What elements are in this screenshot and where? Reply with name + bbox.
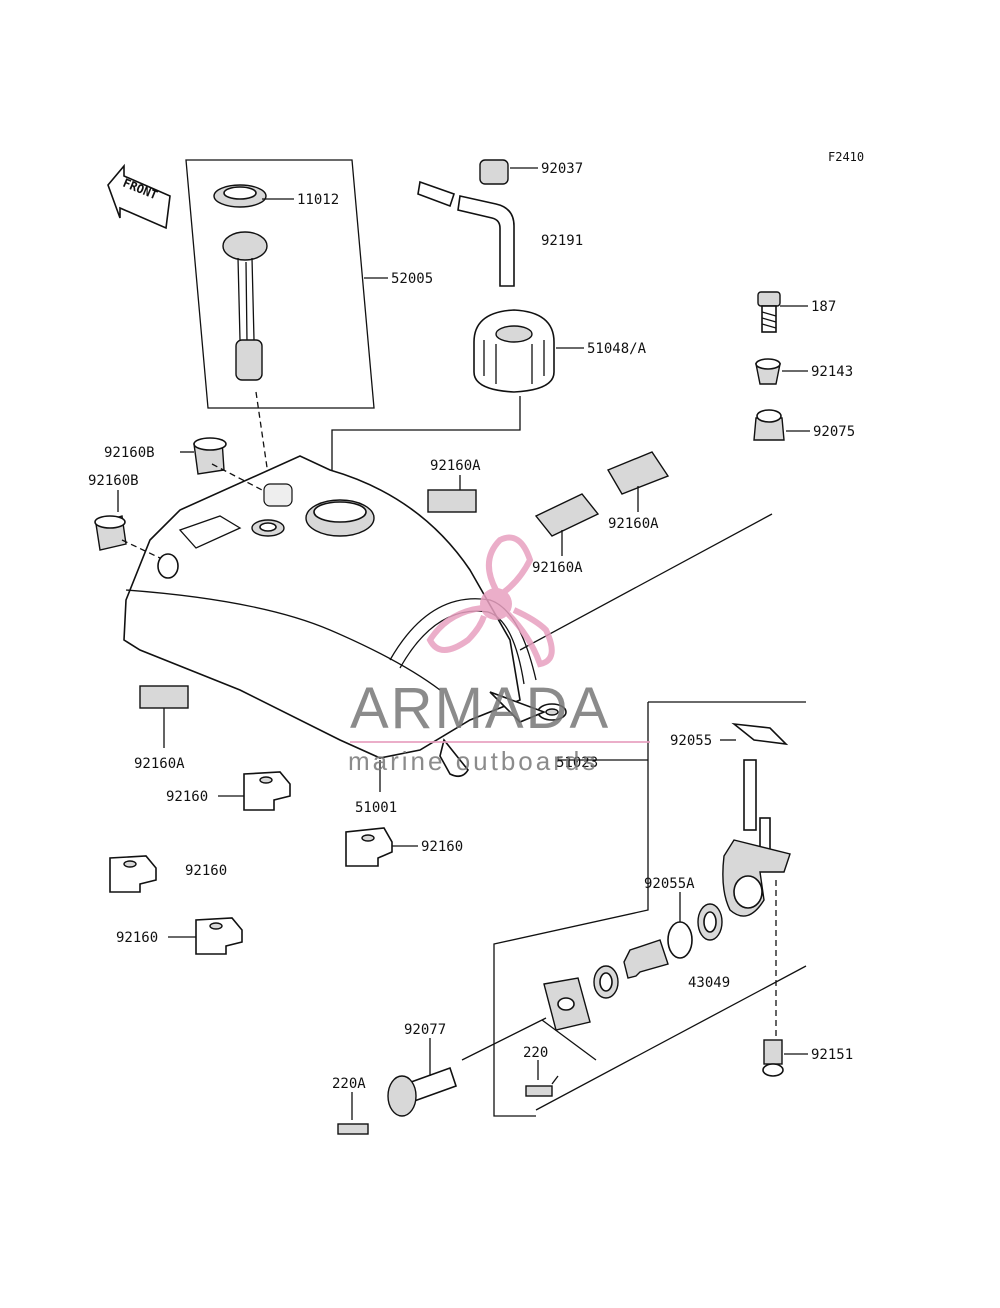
label-220: 220 — [523, 1045, 548, 1061]
fuel-tank-group: 51001 — [123, 455, 567, 816]
label-220a: 220A — [332, 1076, 366, 1092]
label-92160a-3: 92160A — [532, 560, 583, 576]
pad-part — [139, 685, 189, 709]
group-bracket — [493, 701, 806, 1117]
label-92075: 92075 — [813, 424, 855, 440]
watermark-tagline: marine outboards — [348, 746, 598, 776]
label-92151: 92151 — [811, 1047, 853, 1063]
label-92160-2: 92160 — [421, 839, 463, 855]
label-92160a-4: 92160A — [134, 756, 185, 772]
fuel-cock-group: 51023 92055 92055A 43049 220 — [332, 701, 853, 1135]
label-52005: 52005 — [391, 271, 433, 287]
bolt-187-part — [757, 291, 781, 307]
front-arrow-icon: FRONT — [107, 163, 171, 230]
label-92055: 92055 — [670, 733, 712, 749]
pad-part — [534, 493, 600, 537]
clip-part — [109, 855, 157, 893]
breather-hose-group: 92037 92191 — [417, 159, 583, 287]
grommet-92160b-group: 92160B 92160B — [88, 437, 263, 559]
fuel-pipe-part — [743, 759, 757, 831]
group-bracket — [185, 159, 375, 409]
pad-part — [427, 489, 477, 513]
reference-line — [519, 513, 773, 651]
reference-line — [535, 965, 807, 1111]
label-51023: 51023 — [556, 755, 598, 771]
watermark-logo: ARMADA marine outboards — [348, 534, 650, 776]
pad-92160a-group: 92160A 92160A 92160A 92160A — [134, 451, 670, 772]
fuel-cap-part — [473, 309, 555, 393]
bolt-92151-part — [763, 1039, 783, 1065]
watermark-brand: ARMADA — [350, 676, 610, 741]
label-11012: 11012 — [297, 192, 339, 208]
label-92160-4: 92160 — [116, 930, 158, 946]
label-92160b-1: 92160B — [104, 445, 155, 461]
label-92160-3: 92160 — [185, 863, 227, 879]
sender-unit-part — [222, 231, 268, 261]
label-43049: 43049 — [688, 975, 730, 991]
oring-92055a-part — [667, 921, 693, 959]
pad-part — [606, 451, 670, 495]
label-51048: 51048/A — [587, 341, 647, 357]
screw-220-part — [525, 1085, 553, 1097]
label-92143: 92143 — [811, 364, 853, 380]
mount-hardware-group: 187 92143 92075 — [753, 291, 855, 441]
gasket-92055-part — [731, 722, 789, 746]
label-92160b-2: 92160B — [88, 473, 139, 489]
clip-part — [345, 827, 393, 867]
clip-part — [195, 917, 243, 955]
hose-clamp-part — [479, 159, 509, 185]
label-92160a-1: 92160A — [430, 458, 481, 474]
clip-92160-group: 92160 92160 92160 92160 — [109, 771, 463, 955]
label-187: 187 — [811, 299, 836, 315]
fuel-cap-group: 51048/A — [331, 309, 647, 500]
label-92055a: 92055A — [644, 876, 695, 892]
clip-part — [243, 771, 291, 811]
figure-id: F2410 — [828, 150, 864, 164]
label-92077: 92077 — [404, 1022, 446, 1038]
fuel-tank-part — [123, 455, 521, 759]
screw-220a-part — [337, 1123, 369, 1135]
label-92037: 92037 — [541, 161, 583, 177]
lever-43049-part — [623, 939, 669, 979]
label-51001: 51001 — [355, 800, 397, 816]
label-92160a-2: 92160A — [608, 516, 659, 532]
label-92191: 92191 — [541, 233, 583, 249]
propeller-icon — [426, 534, 555, 668]
breather-hose-part — [457, 195, 515, 287]
fuel-sender-group: 52005 11012 — [185, 159, 433, 489]
label-92160-1: 92160 — [166, 789, 208, 805]
